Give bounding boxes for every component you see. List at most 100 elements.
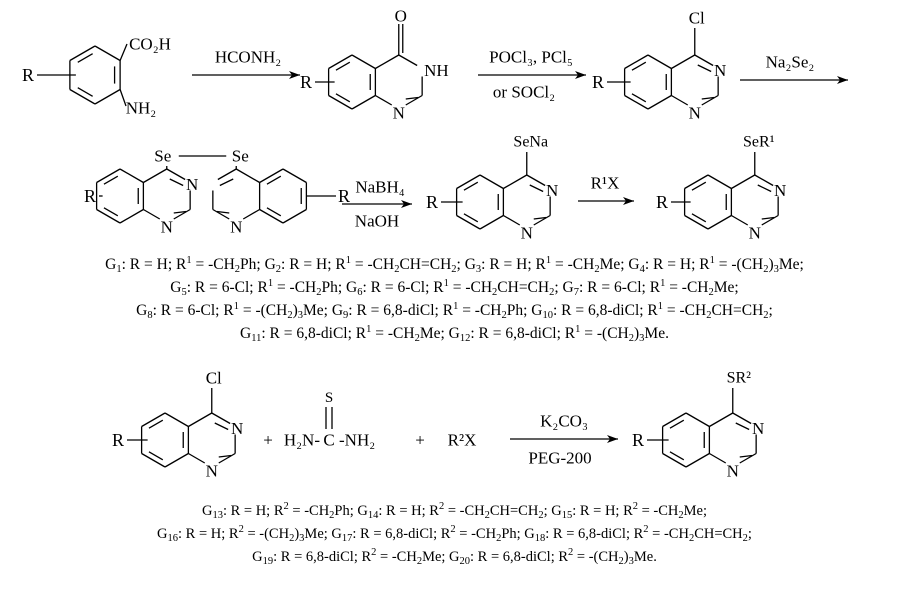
benzene-bond — [662, 452, 687, 468]
legend-line: G19: R = 6,8-diCl; R2 = -CH2Me; G20: R =… — [252, 547, 657, 567]
pyrimidine-bond — [671, 94, 689, 106]
pyrimidine-double-bond — [218, 454, 232, 458]
arrowhead — [623, 197, 634, 205]
nitrogen-label: N — [749, 224, 761, 243]
benzene-double-bond — [631, 93, 647, 103]
reagent-chlorinating: POCl₃, PCl₅ — [489, 48, 573, 67]
benzene-double-bond — [103, 207, 119, 217]
nitrogen-label: N — [186, 175, 198, 194]
pyrimidine-bond — [526, 174, 546, 187]
selenolate-label: SeNa — [513, 134, 548, 151]
benzene-bond — [707, 174, 732, 190]
legend-line: G5: R = 6-Cl; R1 = -CH2Ph; G6: R = 6-Cl;… — [170, 278, 739, 298]
amine-label: NH₂ — [126, 99, 156, 118]
benzene-bond — [259, 168, 284, 184]
benzene-double-bond — [463, 181, 479, 191]
substituent-R-label: R — [426, 192, 438, 212]
pyrimidine-bond — [188, 452, 206, 464]
benzene-bond — [351, 94, 376, 110]
benzene-bond — [328, 54, 353, 70]
oxygen-label: O — [395, 7, 407, 26]
benzene-double-bond — [77, 53, 93, 63]
arrowhead — [837, 76, 848, 84]
benzene-double-bond — [266, 175, 282, 185]
pyrimidine-double-bond — [216, 210, 230, 214]
substituent-R-label: R — [22, 65, 34, 85]
pyrimidine-bond — [405, 94, 423, 106]
nitrogen-label: N — [393, 104, 405, 123]
pyrimidine-bond — [503, 214, 521, 226]
benzene-bond — [624, 94, 649, 110]
plus-sign: + — [415, 431, 425, 450]
pyrimidine-double-bond — [169, 178, 184, 187]
pyrimidine-bond — [173, 208, 191, 220]
benzene-bond — [69, 45, 96, 62]
thiourea-amine-right: -NH₂ — [339, 431, 375, 450]
pyrimidine-bond — [188, 412, 213, 428]
reagent-borohydride: NaBH₄ — [355, 178, 404, 197]
nitrogen-label: N — [752, 419, 764, 438]
substituent-bond — [119, 89, 127, 107]
substituent-R-label: R — [338, 186, 350, 206]
legend-line: G13: R = H; R2 = -CH2Ph; G14: R = H; R2 … — [201, 501, 708, 521]
benzene-double-bond — [335, 61, 351, 71]
benzene-bond — [685, 452, 710, 468]
pyrimidine-bond — [398, 54, 418, 67]
benzene-double-bond — [691, 213, 707, 223]
pyrimidine-bond — [694, 54, 714, 67]
pyrimidine-bond — [235, 168, 260, 184]
reagent-sodium-diselenide: Na₂Se₂ — [766, 53, 815, 72]
reagent-formamide: HCONH₂ — [215, 48, 281, 67]
pyrimidine-double-bond — [739, 454, 753, 458]
thiourea-amine-left: H₂N- — [284, 431, 320, 450]
reagent-alkyl-halide-r1: R¹X — [591, 174, 620, 193]
substituent-R-label: R — [84, 186, 96, 206]
reagent-hydroxide: NaOH — [355, 212, 399, 231]
benzene-bond — [259, 208, 284, 224]
arrowhead — [607, 435, 618, 443]
pyrimidine-bond — [503, 174, 528, 190]
benzene-double-bond — [148, 419, 164, 429]
pyrimidine-bond — [218, 452, 236, 464]
pyrimidine-bond — [242, 208, 260, 220]
pyrimidine-bond — [375, 94, 393, 106]
benzene-double-bond — [669, 419, 685, 429]
substituent-bond — [119, 43, 128, 61]
benzene-bond — [684, 174, 709, 190]
thioether-label: SR² — [727, 370, 752, 387]
pyrimidine-double-bond — [697, 64, 712, 73]
pyrimidine-bond — [143, 208, 161, 220]
benzene-bond — [685, 412, 710, 428]
benzene-bond — [647, 94, 672, 110]
nitrogen-label: N — [161, 218, 173, 237]
benzene-bond — [624, 54, 649, 70]
nh-label: NH — [424, 61, 449, 80]
reagent-peg-solvent: PEG-200 — [528, 449, 591, 468]
legend-line: G1: R = H; R1 = -CH2Ph; G2: R = H; R1 = … — [105, 255, 804, 275]
nitrogen-label: N — [521, 224, 533, 243]
benzene-double-bond — [148, 451, 164, 461]
benzene-bond — [164, 452, 189, 468]
substituent-R-label: R — [656, 192, 668, 212]
pyrimidine-double-bond — [735, 422, 750, 431]
selenium-label: Se — [232, 147, 249, 166]
substituent-R-label: R — [112, 430, 124, 450]
benzene-bond — [141, 412, 166, 428]
benzene-bond — [456, 174, 481, 190]
sulfur-label: S — [325, 390, 333, 406]
legend-line: G8: R = 6-Cl; R1 = -(CH2)3Me; G9: R = 6,… — [136, 301, 773, 321]
reagent-potassium-carbonate: K₂CO₃ — [540, 412, 588, 431]
nitrogen-label: N — [727, 462, 739, 481]
plus-sign: + — [263, 431, 273, 450]
thiourea-carbon: C — [323, 431, 334, 450]
benzene-bond — [479, 174, 504, 190]
benzene-bond — [282, 168, 307, 184]
benzene-bond — [456, 214, 481, 230]
pyrimidine-bond — [731, 214, 749, 226]
benzene-bond — [119, 208, 144, 224]
reagent-alkyl-halide-r2: R²X — [448, 431, 477, 450]
pyrimidine-bond — [166, 168, 186, 181]
arrowhead — [401, 200, 412, 208]
substituent-R-label: R — [300, 72, 312, 92]
